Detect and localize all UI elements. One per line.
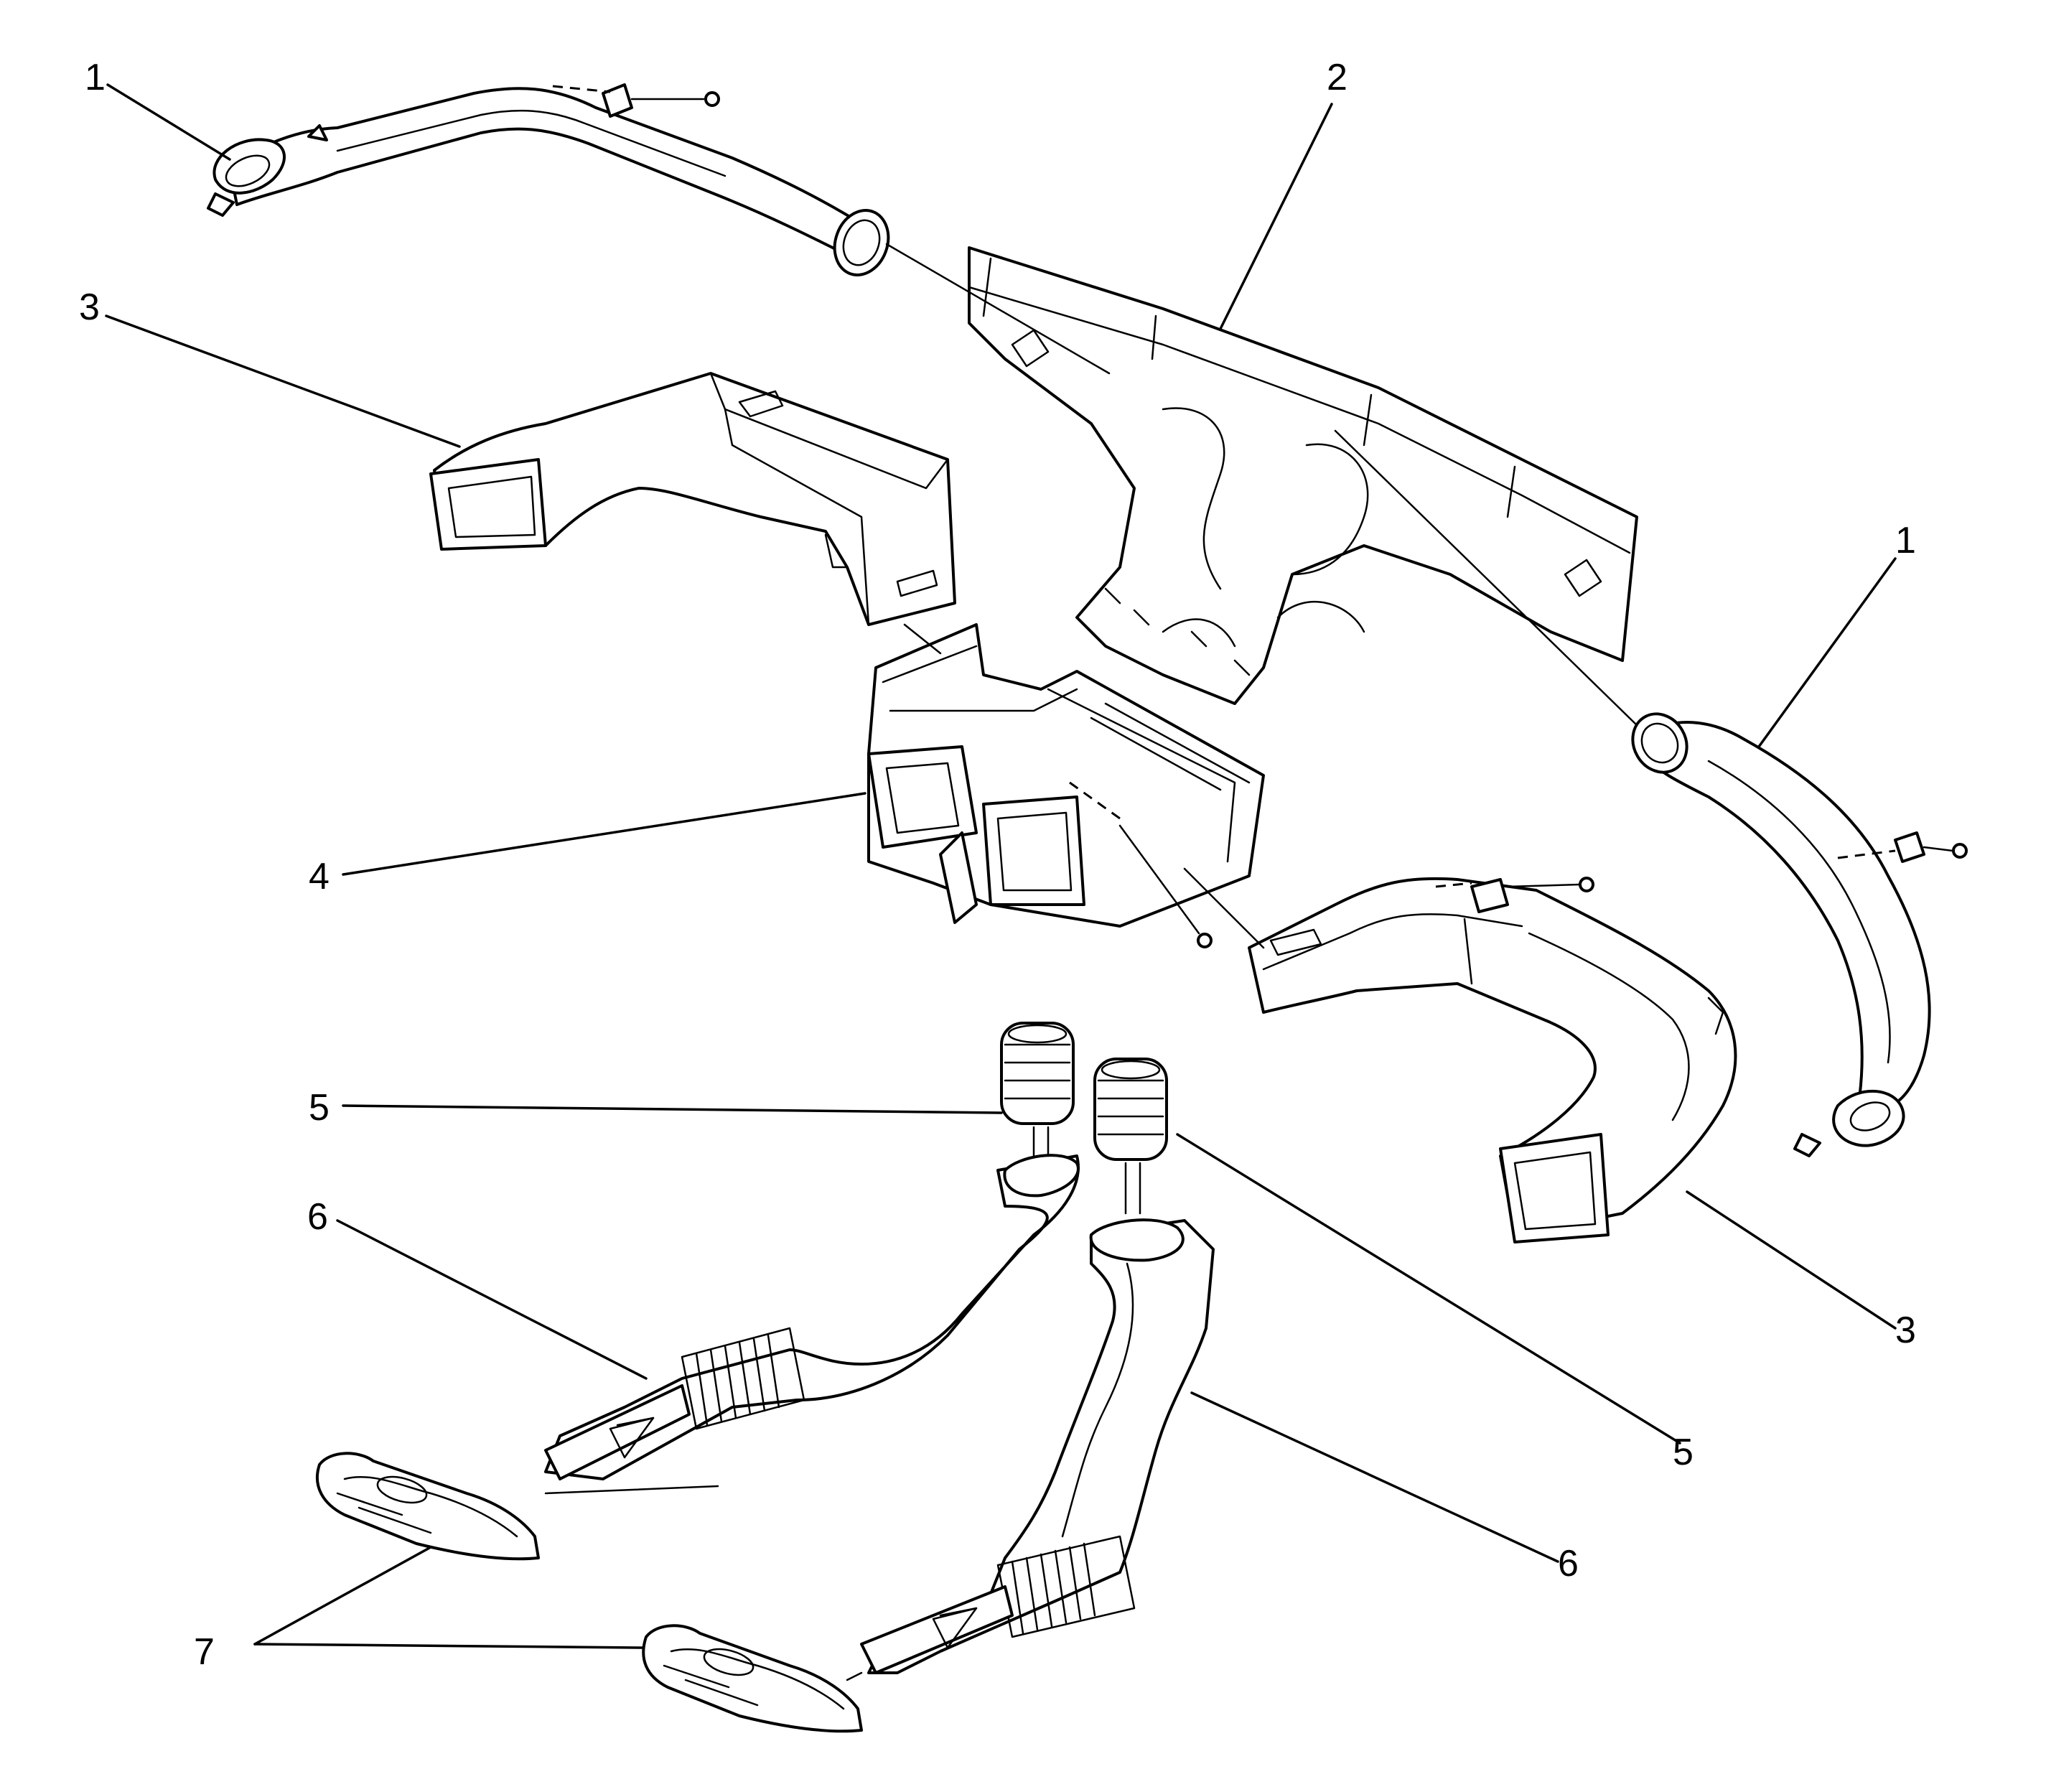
part-7-right-floor-outlet <box>642 1624 863 1733</box>
part-7-left-floor-outlet <box>315 1452 540 1561</box>
callout-4: 4 <box>309 856 330 897</box>
part-6-right-floor-duct <box>860 1218 1215 1674</box>
part-4-center-outlet-duct <box>867 623 1265 948</box>
part-5-left-seal <box>1000 1022 1075 1172</box>
part-2-defroster-outlet-duct <box>968 246 1638 705</box>
part-5-right-seal <box>1093 1058 1168 1215</box>
callout-labels: 1 2 3 1 4 5 6 3 5 6 7 <box>79 57 1916 1673</box>
callout-3-left: 3 <box>79 286 100 328</box>
part-6-left-floor-duct <box>544 1154 1080 1480</box>
callout-6-right: 6 <box>1558 1543 1579 1585</box>
callout-5-right: 5 <box>1673 1432 1694 1473</box>
callout-1-left: 1 <box>85 57 106 98</box>
callout-1-right: 1 <box>1895 520 1916 561</box>
part-3-left-outer-air-duct <box>429 372 956 626</box>
callout-6-left: 6 <box>307 1196 328 1238</box>
part-1-right-defroster-duct <box>1631 712 1968 1157</box>
part-1-left-defroster-duct <box>207 83 890 276</box>
leader-lines <box>105 83 1897 1649</box>
callout-3-right: 3 <box>1895 1310 1916 1351</box>
callout-2: 2 <box>1327 57 1347 98</box>
part-3-right-outer-air-duct <box>1248 877 1737 1243</box>
assembly-alignment-lines <box>544 243 1638 1681</box>
callout-5-left: 5 <box>309 1087 330 1129</box>
callout-7: 7 <box>194 1631 215 1673</box>
